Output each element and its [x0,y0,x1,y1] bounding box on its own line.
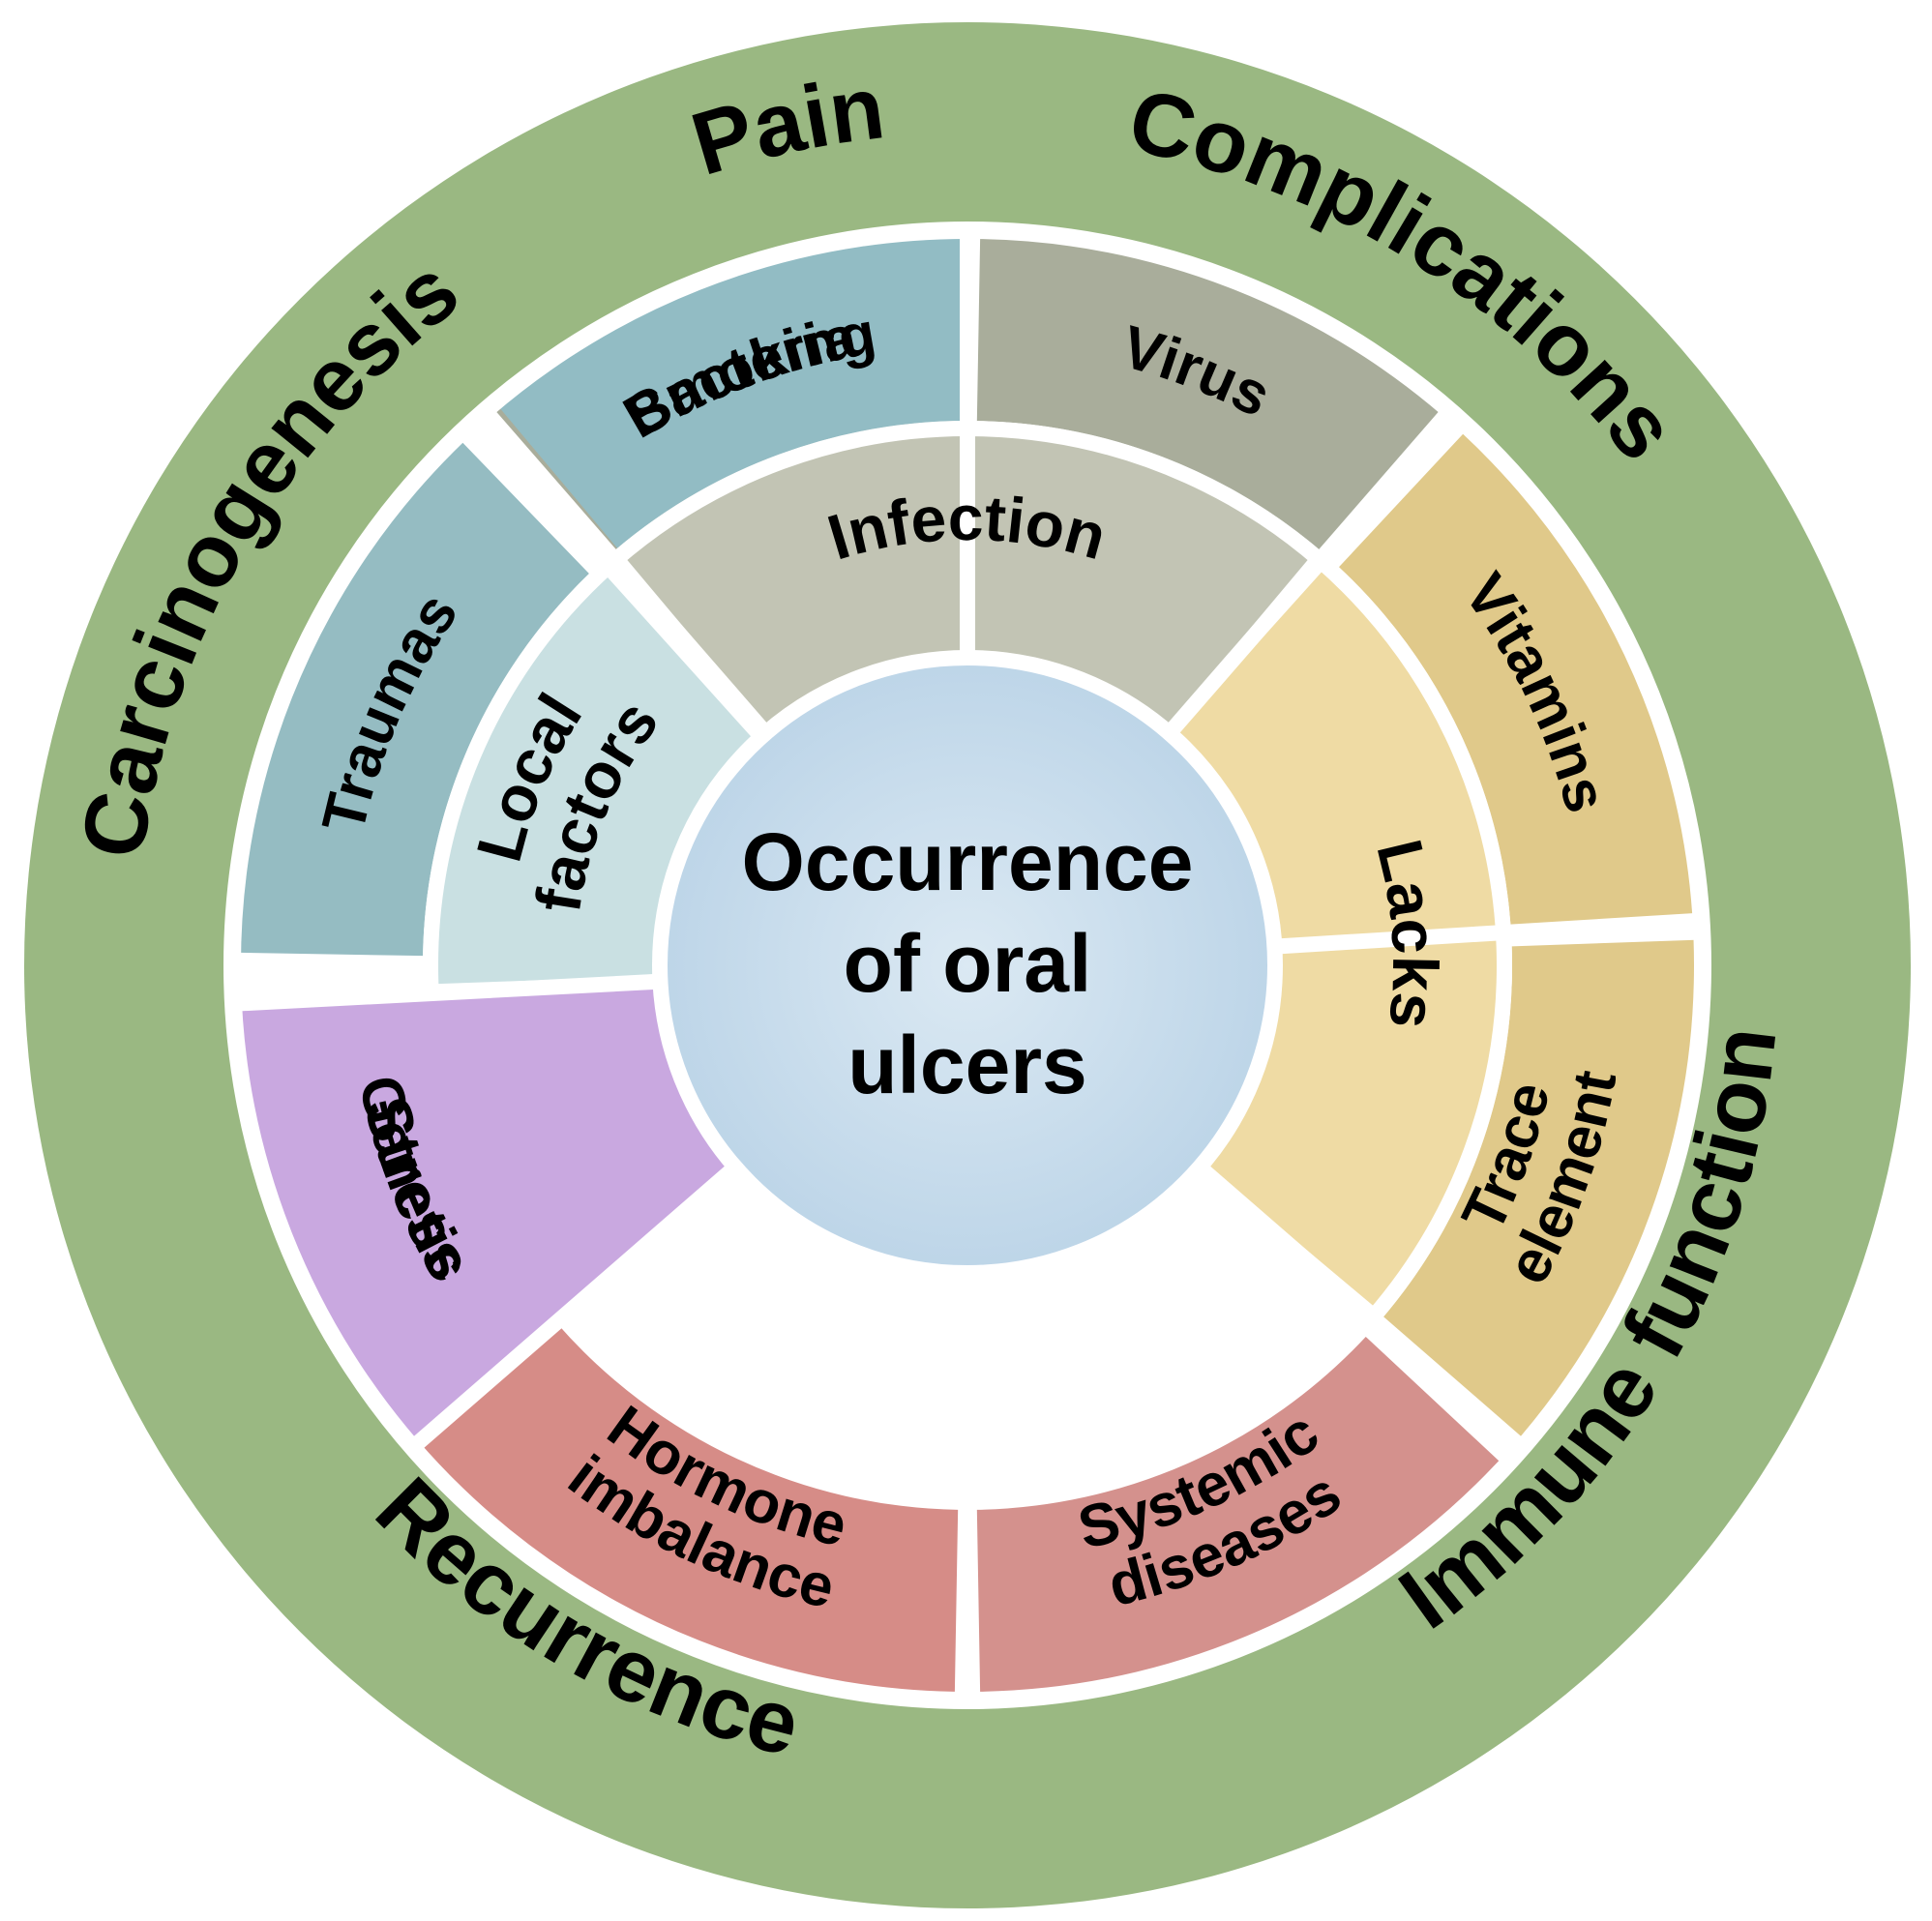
segment-traumas [232,436,589,957]
segment-ring-border [223,222,1711,1709]
center-line-1: Occurrence [742,816,1194,907]
inner-categories-layer [223,222,1711,1709]
segments-layer [232,230,1703,1700]
separator-line [469,413,768,743]
segment-vitamins [1338,428,1702,928]
wedge-stress [233,981,736,1448]
separator-line [1194,1161,1528,1454]
separator-line [1163,405,1456,739]
inner-ring-border [423,554,621,994]
center-circle [652,650,1283,1281]
separator-line [232,973,661,1012]
inner-ring-border [609,421,1512,1323]
center-line-2: of oral [844,918,1092,1009]
segment-trace-element [1378,939,1703,1448]
segment-hormone-imbalance [412,1322,959,1700]
segment-virus [976,230,1450,555]
segment-systemic-diseases [976,1336,1505,1700]
category-local-factors [431,566,762,985]
center-line-3: ulcers [847,1020,1087,1110]
separator-line [1273,912,1703,955]
segment-smoking [494,230,967,548]
separator-line [407,1161,741,1454]
